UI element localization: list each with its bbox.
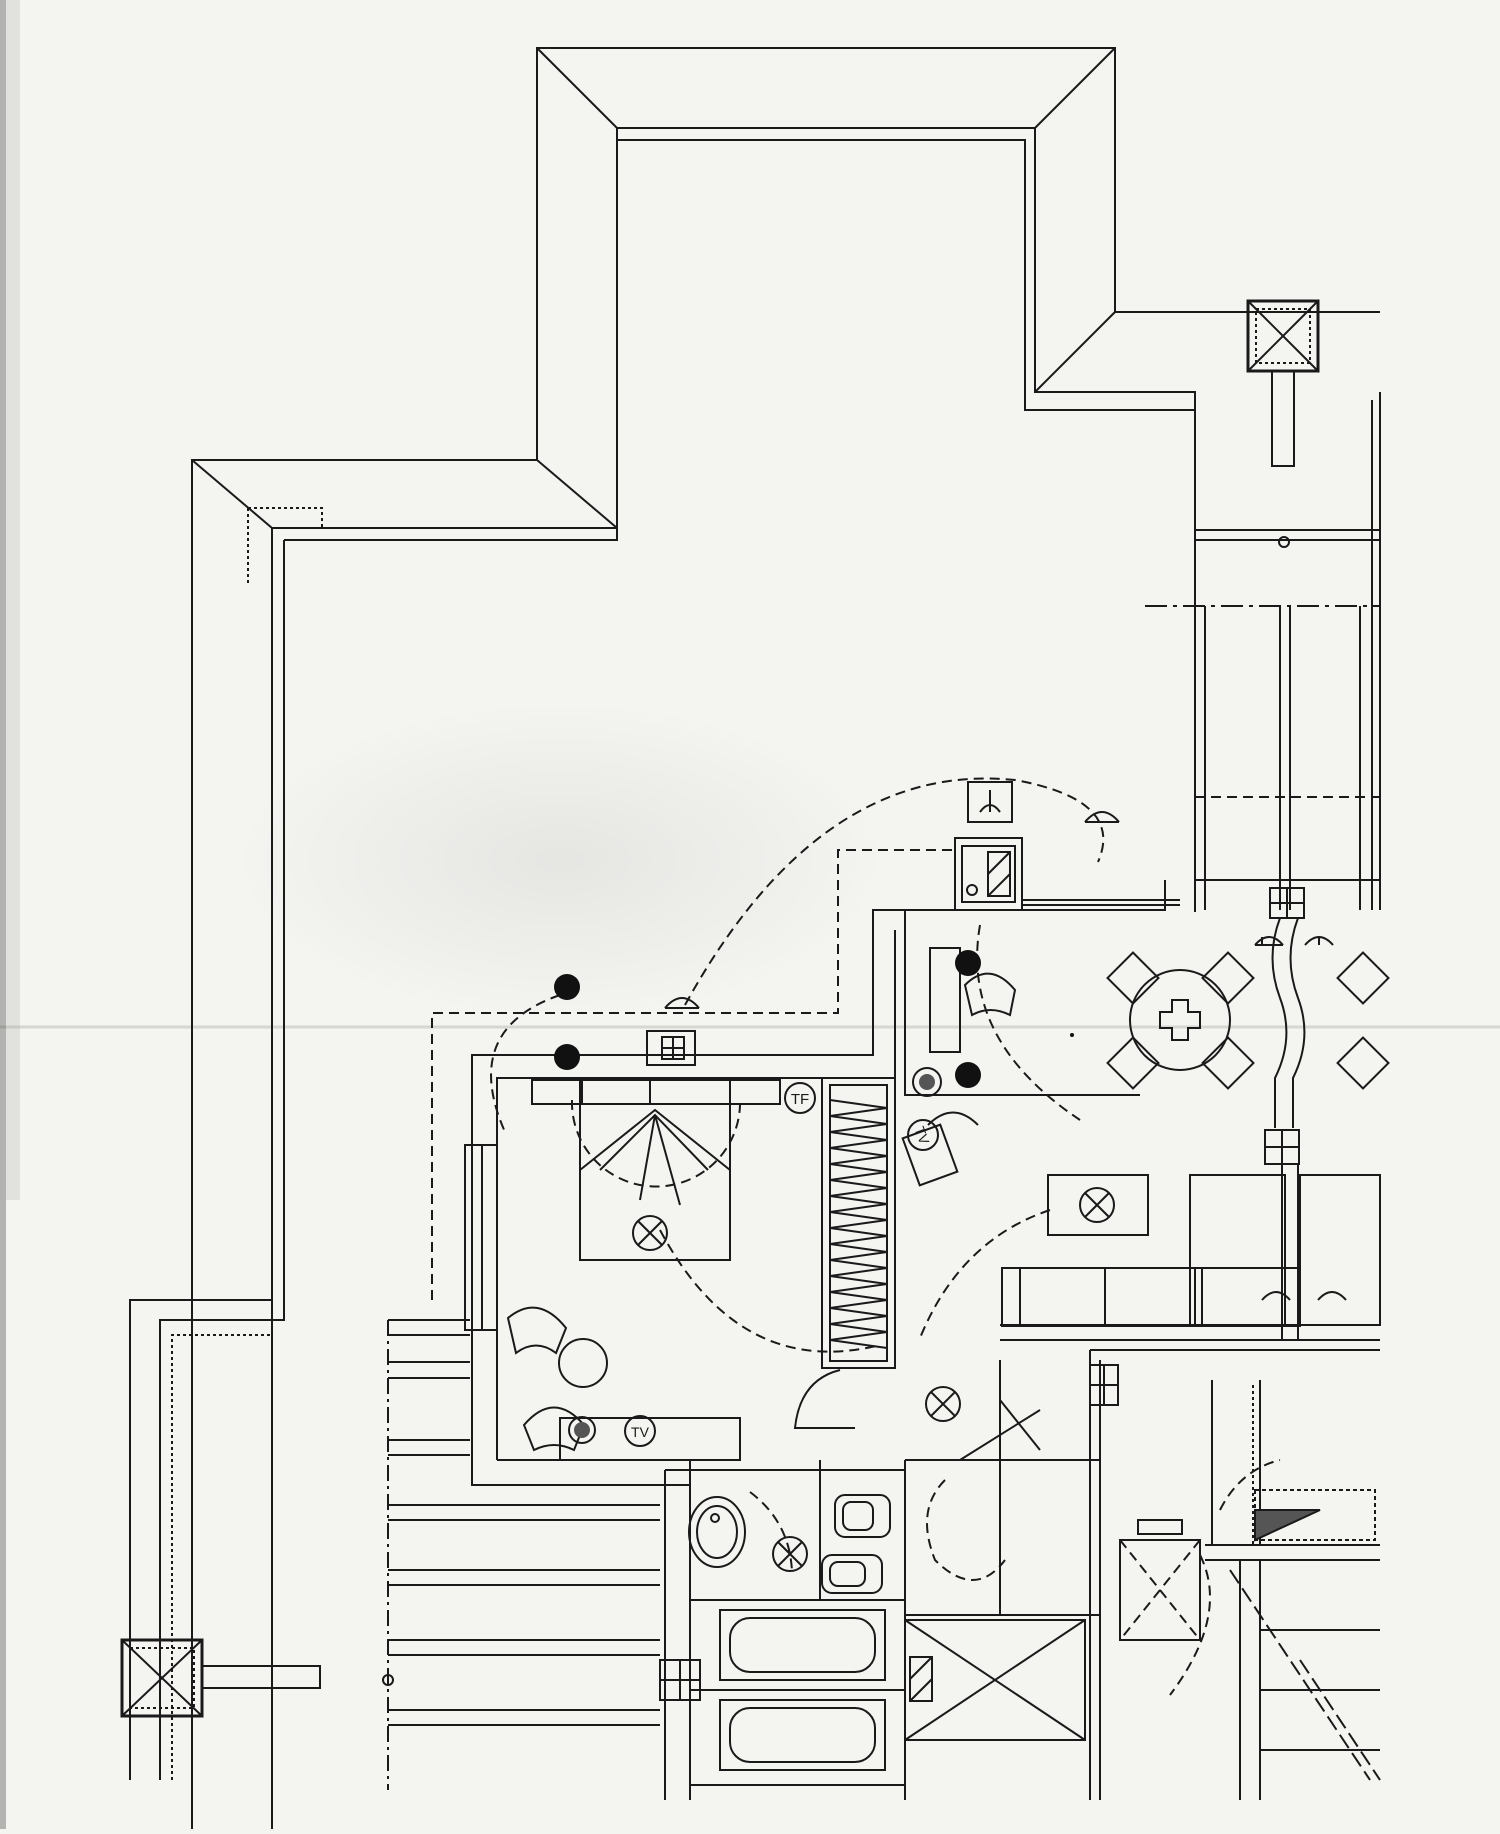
toilet-icon	[821, 1494, 891, 1594]
wall-lamp-icon	[1261, 1291, 1291, 1301]
tv-outlet-icon	[624, 1415, 656, 1447]
wardrobe	[821, 1077, 896, 1369]
bedroom-walls	[431, 837, 1180, 1490]
downlight-icon	[955, 950, 981, 976]
wall-lamp-icon	[1317, 1291, 1347, 1301]
socket-icon	[967, 781, 1013, 823]
wall-lamp-icon	[1304, 936, 1334, 946]
speaker-fill	[919, 1074, 935, 1090]
step-lines-left	[382, 1319, 660, 1790]
stair-area	[904, 1360, 1100, 1741]
downlight-icon	[554, 974, 580, 1000]
tf-outlet-icon	[784, 1082, 816, 1114]
lighting-arc-2	[490, 994, 561, 1133]
parapet-outline	[191, 47, 1380, 1834]
downlight-icon	[554, 1044, 580, 1070]
desk-right	[929, 947, 961, 1053]
lighting-arc-1	[684, 777, 1105, 1006]
speaker-icon	[568, 1416, 596, 1444]
downlight-icon	[955, 1062, 981, 1088]
wall-lamp-icon	[1254, 936, 1284, 946]
stair-detail	[1254, 1489, 1376, 1541]
downlight-markers	[554, 950, 981, 1088]
tv-label-bedroom: TV	[631, 1424, 650, 1440]
tv-outlet-icon	[907, 1119, 939, 1151]
tv-stand	[927, 1111, 979, 1126]
sink-icon	[688, 1496, 746, 1568]
drawing-ink	[120, 47, 1390, 1834]
bed	[531, 1079, 781, 1261]
paper-stain	[230, 700, 890, 1020]
living-walls	[904, 910, 1381, 1351]
lighting-arc-3	[976, 924, 1081, 1121]
right-upper-structure	[1145, 299, 1381, 910]
lighting-arc-5	[659, 1229, 881, 1353]
chair-icon	[963, 972, 1017, 1017]
ceiling-light-icon	[925, 1386, 961, 1422]
corridor-curve	[1271, 917, 1288, 1128]
ceiling-light-icon	[772, 1536, 808, 1572]
ceiling-light-icon	[632, 1215, 668, 1251]
lighting-arc-4	[919, 1209, 1051, 1339]
ceiling-light-icon	[1079, 1187, 1115, 1223]
speaker-fill	[574, 1422, 590, 1438]
wall-lamp-icon	[1084, 811, 1120, 823]
dining-table	[1106, 951, 1390, 1090]
speaker-icon	[912, 1067, 942, 1097]
scan-noise	[6, 0, 20, 1200]
tf-label: TF	[791, 1091, 809, 1108]
left-lower-walls	[120, 1299, 321, 1780]
switch-box-icon	[646, 1030, 696, 1066]
right-stair	[1089, 1350, 1381, 1800]
bath-door	[793, 1369, 855, 1429]
wall-lamp-icon	[664, 997, 700, 1009]
scan-edge	[0, 0, 6, 1829]
ink-dot	[1070, 1033, 1074, 1037]
bed-switch-arc	[570, 1099, 741, 1188]
tv-label-lounge: TV	[911, 1124, 932, 1147]
